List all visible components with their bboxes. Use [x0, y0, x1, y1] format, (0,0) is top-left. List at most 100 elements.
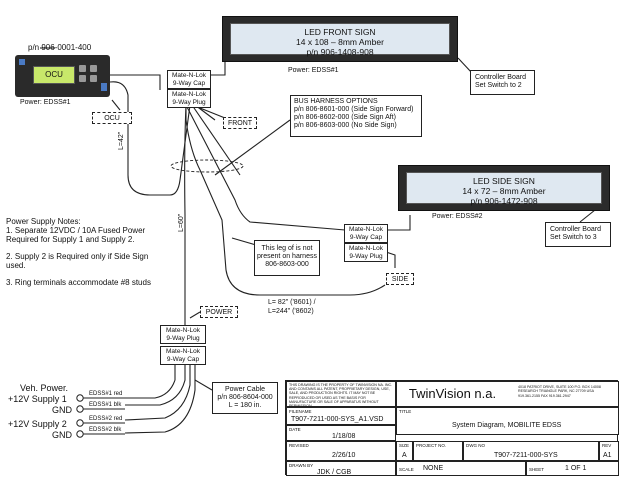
ocu-button-icon: [79, 65, 86, 72]
side-plug-line1: Mate-N-Lok: [349, 245, 383, 252]
supply-2-label: +12V Supply 2: [8, 419, 67, 429]
drawn-value: JDK / CGB: [317, 469, 352, 476]
wire-label-edss1-blk: EDSS#1 blk: [89, 402, 122, 408]
ring-terminal-icon: [76, 430, 84, 438]
company-address: 4018 PATRIOT DRIVE, SUITE 100 P.O. BOX 1…: [508, 381, 619, 407]
led-front-sign: LED FRONT SIGN 14 x 108 – 8mm Amber p/n …: [222, 16, 458, 62]
ocu-connector-icon: [101, 83, 107, 91]
ocu-part-number: p/n 906-0001-400: [28, 43, 92, 52]
sheet-value: 1 OF 1: [565, 465, 587, 472]
power-plug-line1: Mate-N-Lok: [166, 327, 200, 334]
power-tag: POWER: [200, 306, 238, 318]
power-note-1-cont: Required for Supply 1 and Supply 2.: [6, 235, 135, 244]
drawn-cell: DRAWN BY JDK / CGB: [286, 461, 396, 476]
side-plug-line2: 9-Way Plug: [349, 252, 383, 260]
sheet-cell: SHEET 1 OF 1: [526, 461, 619, 476]
revised-value: 2/26/10: [332, 452, 356, 459]
size-cell: SIZE A: [396, 441, 413, 461]
length-label-42: L=42": [118, 131, 125, 150]
rev-label: REV: [602, 443, 612, 448]
led-side-sign: LED SIDE SIGN 14 x 72 – 8mm Amber p/n 90…: [398, 165, 610, 211]
ring-terminal-icon: [76, 419, 84, 427]
leg-note-line1: This leg of is not: [261, 245, 313, 252]
power-connector-plug: Mate-N-Lok 9-Way Plug: [160, 325, 206, 344]
side-sign-part-number: p/n 906-1472-908: [470, 196, 538, 206]
ocu-cable: [109, 81, 191, 196]
bus-harness-option: p/n 806-8603-000 (No Side Sign): [294, 122, 397, 129]
leg-note: This leg of is not present on harness 80…: [254, 240, 320, 276]
wire-label-edss1-red: EDSS#1 red: [89, 391, 123, 397]
ocu-button-icon: [90, 75, 97, 82]
harness-bundle-ellipse: [170, 159, 244, 173]
rev-cell: REV A1: [599, 441, 619, 461]
top-plug-line1: Mate-N-Lok: [172, 91, 206, 98]
filename-cell: FILENAME T907-7211-000-SYS_A1.VSD: [286, 407, 396, 425]
ocu-button-icon: [90, 65, 97, 72]
scale-cell: SCALE NONE: [396, 461, 526, 476]
ocu-tag: OCU: [92, 112, 132, 124]
rev-value: A1: [603, 452, 612, 459]
scale-label: SCALE: [399, 467, 414, 472]
controller-board-side: Controller Board Set Switch to 3: [545, 222, 611, 247]
power-notes-title: Power Supply Notes:: [6, 217, 81, 226]
supply-1-label: +12V Supply 1: [8, 394, 67, 404]
side-cap-line2: 9-Way Cap: [349, 233, 383, 241]
title-value: System Diagram, MOBILITE EDSS: [452, 422, 562, 429]
company-name: TwinVision n.a.: [396, 381, 508, 407]
side-cap-line1: Mate-N-Lok: [349, 226, 383, 233]
top-connector-cap: Mate-N-Lok 9-Way Cap: [167, 70, 211, 89]
side-tag: SIDE: [386, 273, 414, 285]
date-label: DATE: [289, 427, 301, 432]
power-note-2-cont: used.: [6, 261, 26, 270]
ring-terminal-icon: [76, 394, 84, 402]
bus-harness-options: BUS HARNESS OPTIONS p/n 806-8601-000 (Si…: [290, 95, 422, 137]
scale-value: NONE: [423, 465, 444, 472]
leg-note-line2: present on harness: [257, 253, 317, 260]
dwg-value: T907-7211-000-SYS: [494, 452, 558, 459]
power-cable-line3: L = 180 in.: [228, 402, 262, 409]
project-cell: PROJECT NO.: [413, 441, 463, 461]
power-note-3: 3. Ring terminals accommodate #8 studs: [6, 278, 151, 287]
length-label-82: L= 82" ('8601) /: [268, 299, 316, 306]
power-cable-line2: p/n 806-8604-000: [217, 394, 273, 401]
top-cap-line2: 9-Way Cap: [172, 79, 206, 87]
front-sign-part-number: p/n 906-1408-908: [306, 47, 374, 57]
side-sign-title: LED SIDE SIGN: [473, 176, 535, 186]
power-supply-notes: Power Supply Notes: 1. Separate 12VDC / …: [6, 217, 176, 287]
front-tag: FRONT: [223, 117, 257, 129]
size-label: SIZE: [399, 443, 410, 448]
ring-terminal-icon: [76, 405, 84, 413]
dwg-cell: DWG NO T907-7211-000-SYS: [463, 441, 599, 461]
ocu-screen: OCU: [33, 66, 75, 84]
front-sign-size: 14 x 108 – 8mm Amber: [296, 37, 384, 47]
controller-side-line2: Set Switch to 3: [550, 234, 597, 241]
veh-power-label: Veh. Power.: [20, 383, 69, 393]
controller-board-front: Controller Board Set Switch to 2: [470, 70, 535, 95]
power-cap-line1: Mate-N-Lok: [166, 348, 200, 355]
side-connector-cap: Mate-N-Lok 9-Way Cap: [344, 224, 388, 243]
power-note-1: 1. Separate 12VDC / 10A Fused Power: [6, 226, 146, 235]
ocu-device: OCU: [15, 55, 110, 97]
date-value: 1/18/08: [332, 433, 356, 440]
length-label-60: L=60": [178, 213, 185, 232]
controller-side-line1: Controller Board: [550, 226, 601, 233]
ocu-power-label: Power: EDSS#1: [20, 99, 71, 106]
leg-note-line3: 806-8603-000: [265, 261, 309, 268]
top-plug-line2: 9-Way Plug: [172, 98, 206, 106]
power-cable-box: Power Cable p/n 806-8604-000 L = 180 in.: [212, 382, 278, 414]
gnd-2-label: GND: [52, 430, 72, 440]
filename-label: FILENAME: [289, 409, 312, 414]
drawn-label: DRAWN BY: [289, 463, 314, 468]
top-connector-plug: Mate-N-Lok 9-Way Plug: [167, 89, 211, 108]
side-sign-size: 14 x 72 – 8mm Amber: [462, 186, 546, 196]
wire-label-edss2-red: EDSS#2 red: [89, 416, 123, 422]
wire-label-edss2-blk: EDSS#2 blk: [89, 427, 122, 433]
controller-front-line1: Controller Board: [475, 74, 526, 81]
side-connector-plug: Mate-N-Lok 9-Way Plug: [344, 243, 388, 262]
front-sign-title: LED FRONT SIGN: [304, 27, 376, 37]
power-note-2: 2. Supply 2 is Required only if Side Sig…: [6, 252, 149, 261]
size-value: A: [402, 452, 407, 459]
power-cable-line1: Power Cable: [224, 386, 266, 393]
bus-harness-title: BUS HARNESS OPTIONS: [294, 98, 378, 105]
revised-label: REVISED: [289, 443, 309, 448]
